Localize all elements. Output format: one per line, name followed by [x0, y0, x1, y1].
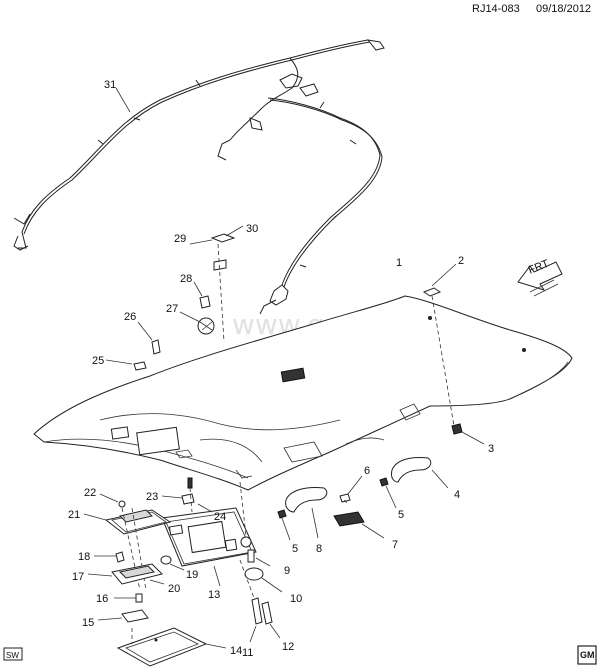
callout-22: 22: [84, 487, 96, 499]
callout-7: 7: [392, 539, 398, 551]
wiring-harness: [13, 39, 385, 315]
callout-3: 3: [488, 443, 494, 455]
callout-5-left: 5: [292, 543, 298, 555]
callout-30: 30: [246, 223, 258, 235]
callout-1: 1: [396, 257, 402, 269]
gm-logo: GM: [577, 645, 597, 665]
callout-19: 19: [186, 569, 198, 581]
front-direction-arrow: FRT: [517, 258, 563, 297]
callout-8: 8: [316, 543, 322, 555]
callout-21: 21: [68, 509, 80, 521]
center-bottom-parts: [161, 477, 283, 643]
callout-9: 9: [284, 565, 290, 577]
leader-31: [115, 87, 131, 113]
sw-badge: SW: [3, 647, 23, 661]
gm-logo-text: GM: [580, 650, 595, 660]
callout-15: 15: [82, 617, 94, 629]
callout-28: 28: [180, 273, 192, 285]
callout-23: 23: [146, 491, 158, 503]
upper-clips: [105, 225, 244, 371]
callout-26: 26: [124, 311, 136, 323]
callout-2: 2: [458, 255, 464, 267]
callout-5-right: 5: [398, 509, 404, 521]
callout-14: 14: [230, 645, 242, 657]
callout-27: 27: [166, 303, 178, 315]
headliner-panel: [33, 295, 573, 491]
callout-24: 24: [214, 511, 226, 523]
callout-11: 11: [242, 647, 253, 659]
drawing-code: RJ14-083: [472, 3, 520, 15]
drawing-date: 09/18/2012: [536, 3, 591, 15]
callout-25: 25: [92, 355, 104, 367]
callout-10: 10: [290, 593, 302, 605]
right-side-parts: [277, 263, 485, 541]
callout-13: 13: [208, 589, 220, 601]
callout-12: 12: [282, 641, 294, 653]
left-bottom-parts: [83, 493, 227, 667]
callout-31: 31: [104, 79, 116, 91]
callout-17: 17: [72, 571, 84, 583]
callout-4: 4: [454, 489, 460, 501]
callout-labels: 1 2 3 4 5 5 6 7 8 9 10 11 12 13 14 15 16…: [68, 79, 494, 659]
callout-16: 16: [96, 593, 108, 605]
callout-6: 6: [364, 465, 370, 477]
sw-badge-label: SW: [6, 651, 19, 660]
callout-29: 29: [174, 233, 186, 245]
callout-18: 18: [78, 551, 90, 563]
callout-20: 20: [168, 583, 180, 595]
